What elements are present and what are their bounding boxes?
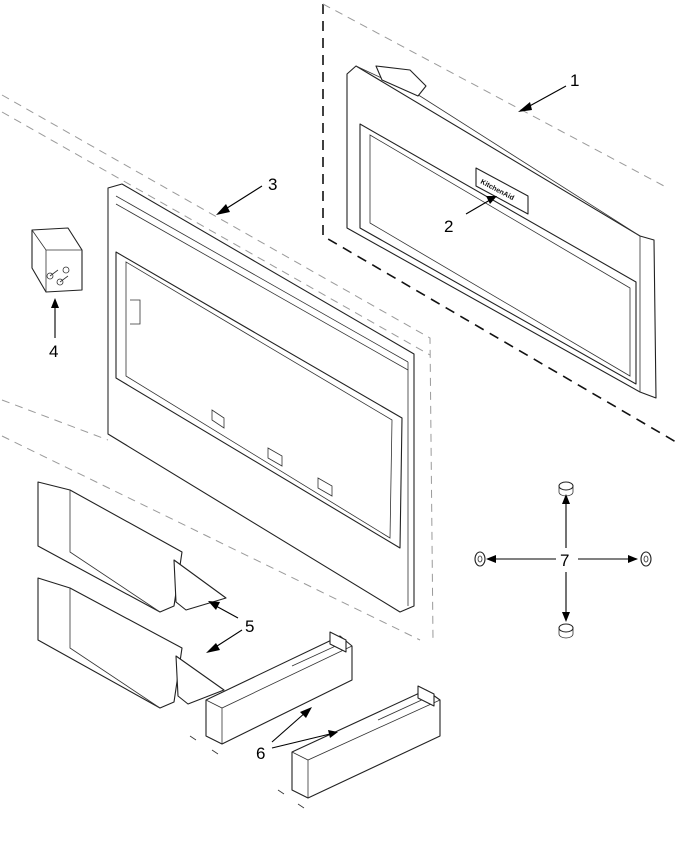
part-6-base-brackets (189, 631, 441, 809)
part-1-boundary (322, 4, 677, 443)
part-5-side-trims (37, 481, 227, 709)
part-1-rear-panel: KitchenAid (346, 65, 657, 399)
part-4-bracket-kit (31, 227, 83, 293)
callout-2: 2 (444, 217, 453, 236)
callout-7: 7 (560, 551, 569, 570)
callouts: 1 2 3 4 5 6 7 (49, 71, 579, 763)
callout-4: 4 (49, 342, 58, 361)
callout-3: 3 (268, 175, 277, 194)
kitchenaid-logo-plate: KitchenAid (475, 167, 529, 215)
projection-lines (1, 3, 665, 641)
part-7-bumpers (474, 481, 652, 639)
part-3-trim-frame (107, 183, 415, 613)
callout-1: 1 (570, 71, 579, 90)
callout-5: 5 (245, 617, 254, 636)
callout-6: 6 (256, 744, 265, 763)
leader-lines (51, 85, 638, 749)
